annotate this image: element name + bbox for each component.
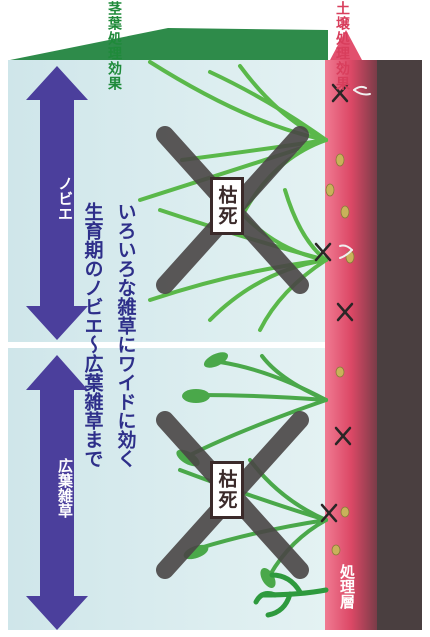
soil-effect-label: 土壌処理効果 [334,1,350,91]
foliar-effect-label: 茎葉処理効果 [106,1,122,91]
small-x-marks [314,83,354,523]
panel-divider [8,342,330,348]
seedling-sprout [253,572,329,618]
treatment-layer-label: 処理層 [338,564,356,609]
sprouting-seeds [339,85,371,259]
description-line-1: 生育期のノビエ〜広葉雑草まで [81,202,104,468]
withered-badge-bottom: 枯死 [210,461,244,519]
description-line-2: いろいろな雑草にワイドに効く [114,202,137,468]
weed-type-broadleaf: 広葉雑草 [56,458,74,518]
broadleaf-range-arrow [26,355,88,630]
withered-badge-top: 枯死 [210,177,244,235]
nobie-range-arrow [26,66,88,340]
foliar-effect-banner [10,28,328,60]
soil-effect-arrow [330,30,362,60]
weed-type-nobie: ノビエ [56,176,74,221]
treatment-layer [325,60,377,630]
